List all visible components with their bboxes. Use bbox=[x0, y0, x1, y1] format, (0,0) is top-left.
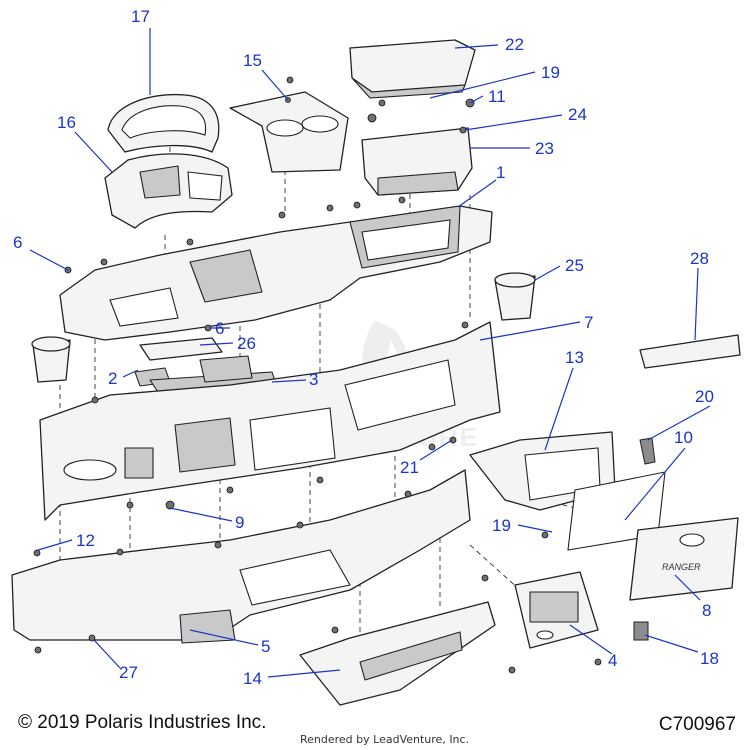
callout-22: 22 bbox=[505, 35, 524, 54]
callout-21: 21 bbox=[400, 458, 419, 477]
fasteners bbox=[33, 76, 602, 674]
callout-4: 4 bbox=[608, 651, 617, 670]
callout-25: 25 bbox=[565, 256, 584, 275]
part-1-upper-dash bbox=[59, 205, 493, 341]
callout-7: 7 bbox=[584, 313, 593, 332]
callout-1: 1 bbox=[496, 163, 505, 182]
leader-lines bbox=[29, 28, 711, 678]
callout-17: 17 bbox=[131, 7, 150, 26]
callout-13: 13 bbox=[565, 348, 584, 367]
callout-3: 3 bbox=[309, 370, 318, 389]
part-20-latch bbox=[639, 437, 656, 465]
part-15-cupholder-insert bbox=[229, 91, 349, 173]
diagram-id: C700967 bbox=[658, 714, 736, 735]
callout-14: 14 bbox=[243, 669, 262, 688]
part-25-cupholder bbox=[494, 272, 536, 321]
callout-20: 20 bbox=[695, 387, 714, 406]
callout-6b: 6 bbox=[215, 319, 224, 338]
part-5-lower-dash bbox=[11, 469, 471, 644]
callout-15: 15 bbox=[243, 51, 262, 70]
callout-26: 26 bbox=[237, 334, 256, 353]
part-26-bracket-plate bbox=[139, 337, 223, 361]
part-4-switch-panel bbox=[514, 571, 599, 649]
callout-16: 16 bbox=[57, 113, 76, 132]
callout-23: 23 bbox=[535, 139, 554, 158]
callout-labels: 17 16 15 22 19 11 24 23 1 6 28 25 7 6 26… bbox=[13, 7, 719, 688]
callout-5: 5 bbox=[261, 637, 270, 656]
glovebox-badge: RANGER bbox=[662, 562, 701, 572]
callout-2: 2 bbox=[108, 369, 117, 388]
callout-28: 28 bbox=[690, 249, 709, 268]
rendered-by-text: Rendered by LeadVenture, Inc. bbox=[300, 733, 470, 746]
callout-18: 18 bbox=[700, 649, 719, 668]
part-17-gauge-bezel bbox=[107, 93, 220, 153]
callout-19a: 19 bbox=[541, 63, 560, 82]
callout-6a: 6 bbox=[13, 233, 22, 252]
callout-10: 10 bbox=[674, 428, 693, 447]
part-8-glovebox-door: RANGER bbox=[629, 517, 739, 601]
part-18-clip bbox=[633, 621, 649, 641]
copyright-text: © 2019 Polaris Industries Inc. bbox=[18, 712, 267, 733]
callout-27: 27 bbox=[119, 663, 138, 682]
callout-9: 9 bbox=[235, 513, 244, 532]
part-16-gauge-housing bbox=[104, 153, 233, 229]
cupholder-left bbox=[31, 336, 71, 383]
part-7-dash-frame bbox=[39, 321, 501, 521]
callout-12: 12 bbox=[76, 531, 95, 550]
part-23-storage-bin bbox=[361, 127, 473, 196]
callout-11: 11 bbox=[488, 87, 506, 106]
part-22-tray-lid bbox=[349, 39, 476, 99]
callout-24: 24 bbox=[568, 105, 587, 124]
callout-8: 8 bbox=[702, 601, 711, 620]
callout-19b: 19 bbox=[492, 516, 511, 535]
part-14-lower-panel bbox=[299, 601, 496, 706]
part-28-trim bbox=[639, 334, 741, 369]
